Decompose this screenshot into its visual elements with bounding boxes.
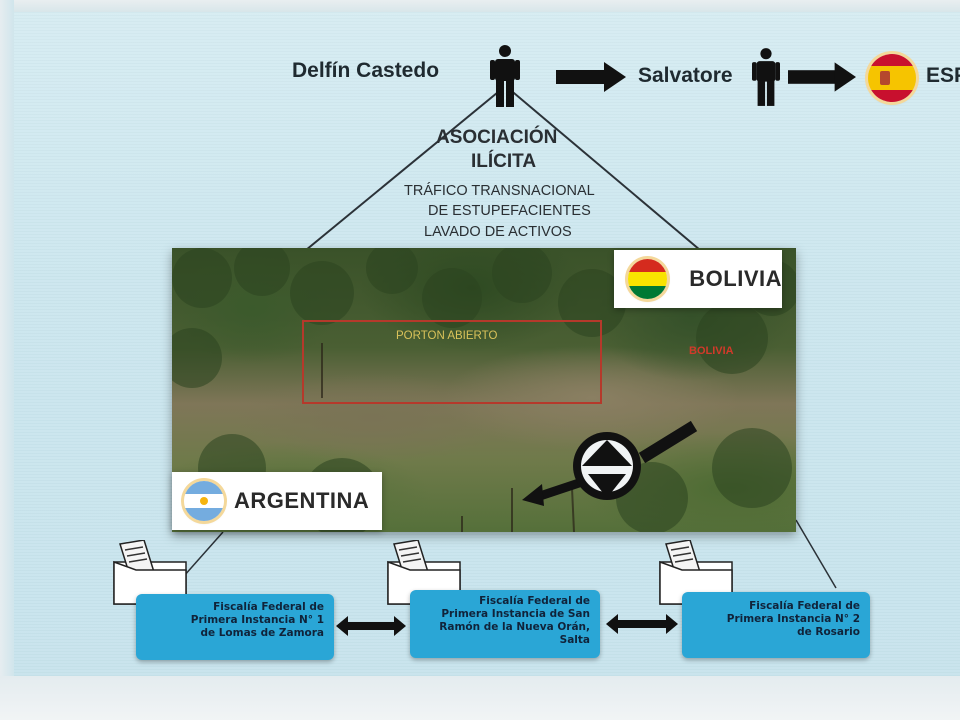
fiscalia-line: Fiscalía Federal de [213, 601, 324, 613]
porton-box [302, 320, 602, 404]
screen-bezel-left [0, 0, 14, 720]
document-folder-icon [659, 540, 733, 605]
person-name-castedo: Delfín Castedo [292, 59, 440, 82]
argentina-label: ARGENTINA [234, 488, 370, 513]
screen-bezel-top [0, 0, 960, 12]
fiscalia-lomas-de-zamora: Fiscalía Federal de Primera Instancia N°… [136, 594, 334, 660]
arrow-right-icon [788, 62, 856, 92]
destination-label: ESP [926, 64, 960, 87]
rotation-arrow-icon [522, 420, 698, 506]
bolivia-label: BOLIVIA [689, 266, 782, 291]
fiscalia-line: de Lomas de Zamora [200, 627, 324, 639]
spain-flag-icon [868, 54, 916, 102]
arrow-right-icon [556, 62, 626, 92]
double-arrow-icon [606, 614, 678, 634]
argentina-label-card: ARGENTINA [172, 472, 382, 530]
porton-label: PORTON ABIERTO [396, 330, 498, 342]
crime-line-1: TRÁFICO TRANSNACIONAL [404, 183, 595, 199]
fiscalia-line: Salta [559, 634, 590, 646]
fiscalia-rosario: Fiscalía Federal de Primera Instancia N°… [682, 592, 870, 658]
crime-line-2: DE ESTUPEFACIENTES [428, 203, 591, 219]
photo-bolivia-label: BOLIVIA [689, 345, 734, 357]
fiscalia-line: Ramón de la Nueva Orán, [439, 621, 590, 633]
fiscalia-line: Fiscalía Federal de [479, 595, 590, 607]
person-icon [752, 48, 780, 106]
bolivia-label-card: BOLIVIA [614, 250, 782, 308]
fiscalia-line: de Rosario [797, 626, 860, 638]
person-icon [490, 45, 520, 107]
association-title-line1: ASOCIACIÓN [436, 127, 558, 148]
person-name-salvatore: Salvatore [638, 64, 733, 87]
association-title-line2: ILÍCITA [471, 151, 537, 172]
fiscalia-oran: Fiscalía Federal de Primera Instancia de… [410, 590, 600, 658]
argentina-flag-icon [184, 481, 224, 521]
crime-line-3: LAVADO DE ACTIVOS [424, 224, 572, 240]
fiscalia-line: Primera Instancia N° 2 [726, 613, 860, 625]
fiscalia-line: Fiscalía Federal de [749, 600, 860, 612]
bolivia-flag-icon [628, 259, 668, 299]
double-arrow-icon [336, 616, 406, 636]
fiscalia-line: Primera Instancia de San [441, 608, 590, 620]
screen-bezel-bottom [0, 676, 960, 720]
fiscalia-line: Primera Instancia N° 1 [190, 614, 324, 626]
